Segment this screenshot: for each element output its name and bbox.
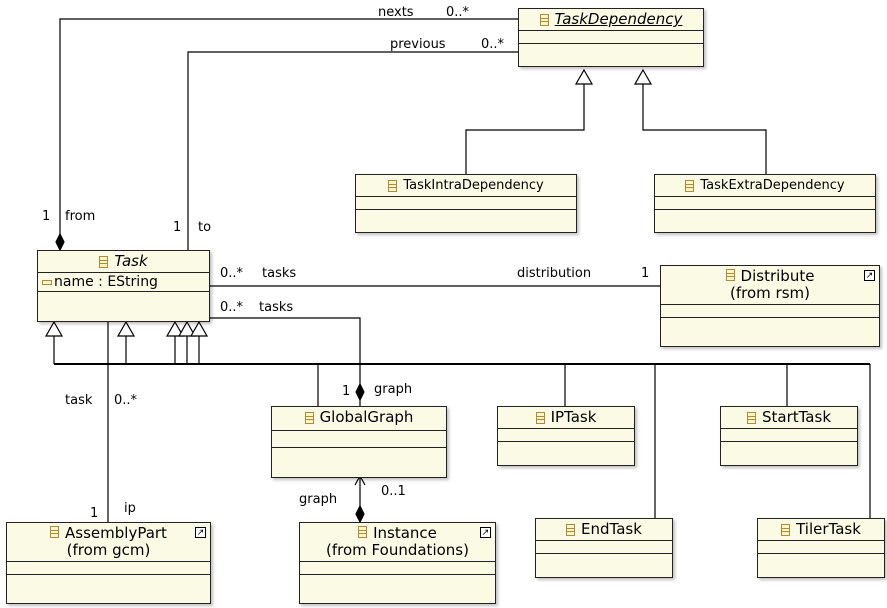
mult-from: 1 — [42, 209, 51, 224]
class-global-graph[interactable]: GlobalGraph — [271, 406, 447, 478]
class-header: TaskDependency — [519, 9, 703, 30]
class-header: StartTask — [721, 407, 857, 428]
class-header: GlobalGraph — [272, 407, 446, 428]
assoc-nexts-line — [59, 18, 518, 236]
class-header: Instance (from Foundations) ↗ — [300, 523, 495, 561]
composite-diamond-instance — [355, 504, 365, 524]
class-distribute[interactable]: Distribute (from rsm) ↗ — [660, 265, 880, 347]
class-name: Instance — [373, 524, 437, 542]
class-origin: (from gcm) — [66, 541, 151, 559]
class-icon — [746, 411, 756, 424]
role-tasks-dist: tasks — [262, 266, 297, 281]
class-name: AssemblyPart — [65, 524, 167, 542]
class-name: TaskDependency — [554, 10, 683, 28]
role-tasks-graph: tasks — [259, 300, 294, 315]
class-icon — [566, 523, 576, 536]
external-link-icon: ↗ — [864, 270, 875, 281]
class-ip-task[interactable]: IPTask — [497, 406, 635, 466]
external-link-icon: ↗ — [480, 527, 491, 538]
assoc-graph-tasks-line — [210, 317, 361, 386]
gen-arrow-4 — [177, 320, 197, 337]
mult-graph: 1 — [342, 384, 351, 399]
class-origin: (from Foundations) — [326, 541, 469, 559]
mult-to: 1 — [173, 220, 182, 235]
composite-diamond-graph — [355, 382, 365, 402]
class-start-task[interactable]: StartTask — [720, 406, 858, 466]
class-name: TaskExtraDependency — [700, 178, 845, 193]
class-icon — [388, 179, 398, 192]
mult-nexts: 0..* — [446, 5, 470, 20]
class-icon — [358, 526, 368, 538]
class-name: GlobalGraph — [319, 408, 414, 426]
class-header: TaskIntraDependency — [356, 175, 576, 196]
class-header: AssemblyPart (from gcm) ↗ — [7, 523, 210, 561]
class-header: EndTask — [536, 519, 672, 540]
gen-intra-line — [465, 84, 585, 174]
class-tiler-task[interactable]: TilerTask — [757, 518, 885, 578]
class-task[interactable]: Task name : EString — [37, 250, 210, 322]
class-name: StartTask — [761, 408, 832, 426]
composite-diamond-from — [55, 232, 65, 252]
class-name: Distribute — [740, 267, 815, 285]
role-instance-graph: graph — [299, 492, 338, 507]
class-icon — [50, 526, 60, 538]
role-previous: previous — [390, 37, 446, 52]
gen-extra-line — [642, 84, 767, 174]
mult-task: 0..* — [114, 393, 138, 408]
external-link-icon: ↗ — [195, 527, 206, 538]
class-task-intra-dependency[interactable]: TaskIntraDependency — [355, 174, 577, 233]
class-name: IPTask — [550, 408, 597, 426]
class-header: Distribute (from rsm) ↗ — [661, 266, 879, 304]
class-name: EndTask — [581, 520, 642, 538]
role-nexts: nexts — [378, 5, 414, 20]
class-icon — [781, 523, 791, 536]
role-ip: ip — [124, 501, 136, 516]
class-instance[interactable]: Instance (from Foundations) ↗ — [299, 522, 496, 604]
gen-arrow-5 — [189, 320, 209, 337]
class-name: Task — [114, 252, 148, 270]
class-icon — [685, 179, 695, 192]
class-header: IPTask — [498, 407, 634, 428]
class-name: TaskIntraDependency — [403, 178, 544, 193]
gen-arrow-intra — [574, 68, 594, 85]
class-end-task[interactable]: EndTask — [535, 518, 673, 578]
class-header: TilerTask — [758, 519, 884, 540]
role-task: task — [65, 393, 93, 408]
class-icon — [99, 255, 109, 268]
class-icon — [304, 411, 314, 424]
mult-ip: 1 — [90, 506, 99, 521]
class-header: Task — [38, 251, 209, 272]
attribute-name[interactable]: name : EString — [38, 273, 209, 291]
class-task-extra-dependency[interactable]: TaskExtraDependency — [654, 174, 876, 233]
class-icon — [725, 269, 735, 281]
mult-tasks-dist: 0..* — [220, 266, 244, 281]
class-icon — [535, 411, 545, 424]
class-assembly-part[interactable]: AssemblyPart (from gcm) ↗ — [6, 522, 211, 604]
mult-previous: 0..* — [481, 37, 505, 52]
mult-distribution: 1 — [641, 266, 650, 281]
role-to: to — [198, 220, 212, 235]
role-graph: graph — [374, 382, 413, 397]
assoc-previous-line — [187, 51, 518, 250]
attribute-label: name : EString — [54, 274, 158, 290]
class-task-dependency[interactable]: TaskDependency — [518, 8, 704, 67]
gen-arrow-2 — [116, 320, 136, 337]
class-name: TilerTask — [796, 520, 861, 538]
class-header: TaskExtraDependency — [655, 175, 875, 196]
class-icon — [539, 13, 549, 26]
mult-instance-graph: 0..1 — [381, 484, 406, 499]
attribute-icon — [42, 279, 52, 285]
mult-tasks-graph: 0..* — [220, 300, 244, 315]
gen-arrow-3 — [165, 320, 185, 337]
gen-arrow-1 — [44, 320, 64, 337]
class-origin: (from rsm) — [730, 284, 810, 302]
role-from: from — [65, 209, 96, 224]
role-distribution: distribution — [517, 266, 592, 281]
gen-arrow-extra — [633, 68, 653, 85]
